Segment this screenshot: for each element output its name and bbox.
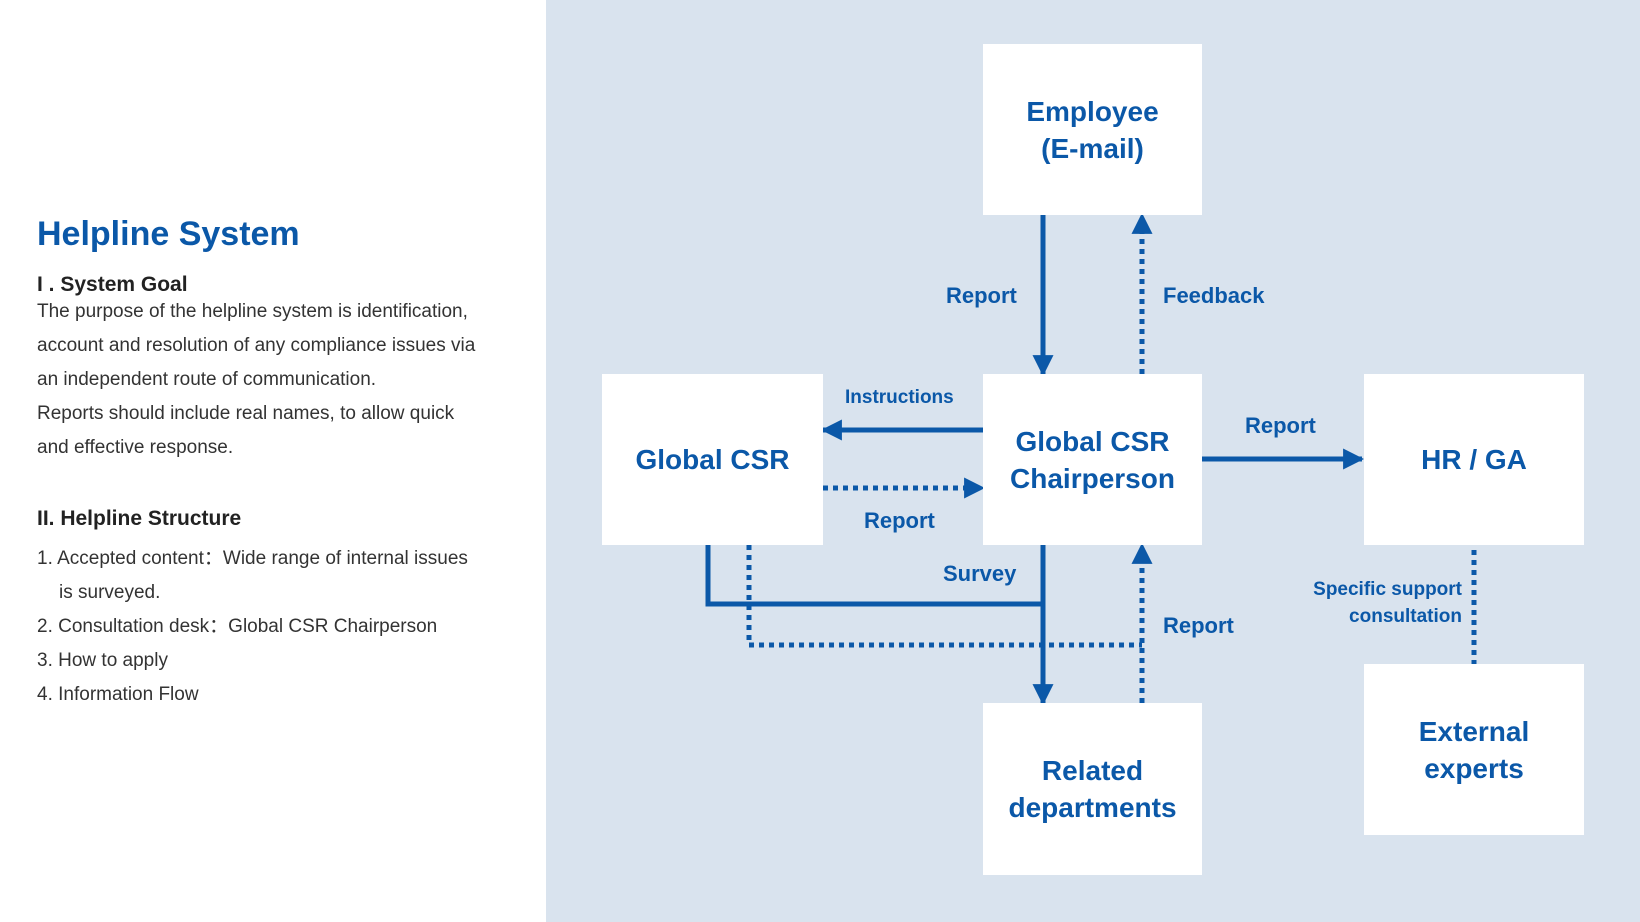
node-global-csr-chairperson: Global CSR Chairperson xyxy=(983,374,1202,545)
structure-list: 1. Accepted content：Wide range of intern… xyxy=(37,542,527,712)
connector-globalcsr-solid xyxy=(705,545,1043,607)
node-related-departments: Related departments xyxy=(983,703,1202,875)
list-item-label: 4. Information Flow xyxy=(37,684,199,705)
node-external-experts: External experts xyxy=(1364,664,1584,835)
diagram-panel: Employee (E-mail) Global CSR Chairperson… xyxy=(546,0,1640,922)
label-instructions: Instructions xyxy=(845,387,954,408)
list-item: 4. Information Flow xyxy=(37,678,527,712)
node-chair-line1: Global CSR xyxy=(1015,425,1170,457)
node-related-line1: Related xyxy=(1041,755,1144,786)
node-employee-line1: Employee xyxy=(1026,95,1159,127)
label-report-right: Report xyxy=(1245,413,1316,438)
list-item: 3. How to apply xyxy=(37,644,527,678)
node-external-line1: External xyxy=(1418,715,1530,747)
list-item: 1. Accepted content：Wide range of intern… xyxy=(37,542,527,610)
goal-line: account and resolution of any compliance… xyxy=(37,335,476,356)
label-feedback: Feedback xyxy=(1163,283,1265,308)
goal-line: The purpose of the helpline system is id… xyxy=(37,301,468,322)
node-global-csr-line1: Global CSR xyxy=(635,444,790,475)
label-survey: Survey xyxy=(943,561,1017,586)
node-external-line2: experts xyxy=(1424,752,1524,784)
list-item-label: 1. Accepted content：Wide range of intern… xyxy=(37,548,468,569)
node-related-line2: departments xyxy=(1008,792,1177,823)
left-panel: Helpline System I . System Goal The purp… xyxy=(0,0,546,922)
list-item-label: 3. How to apply xyxy=(37,650,168,671)
node-hr-ga: HR / GA xyxy=(1364,374,1584,545)
system-goal-text: The purpose of the helpline system is id… xyxy=(37,295,527,465)
page-title: Helpline System xyxy=(37,215,300,253)
helpline-structure-heading: II. Helpline Structure xyxy=(37,507,242,530)
goal-line: Reports should include real names, to al… xyxy=(37,403,455,424)
label-specific-line2: consultation xyxy=(1349,606,1462,627)
node-employee: Employee (E-mail) xyxy=(983,44,1202,215)
goal-line: and effective response. xyxy=(37,437,234,458)
list-item: 2. Consultation desk：Global CSR Chairper… xyxy=(37,610,527,644)
connector-globalcsr-dotted xyxy=(746,545,1142,648)
list-item-label: 2. Consultation desk：Global CSR Chairper… xyxy=(37,616,438,637)
list-item-continuation: is surveyed. xyxy=(59,582,161,603)
system-goal-heading: I . System Goal xyxy=(37,273,188,296)
label-specific-line1: Specific support xyxy=(1313,579,1462,600)
flow-arrows xyxy=(705,212,1477,706)
label-report-left: Report xyxy=(864,508,935,533)
node-chair-line2: Chairperson xyxy=(1010,462,1175,494)
node-employee-line2: (E-mail) xyxy=(1041,132,1144,164)
label-specific-support: Specific support consultation xyxy=(1313,576,1462,630)
goal-line: an independent route of communication. xyxy=(37,369,377,390)
label-report-top: Report xyxy=(946,283,1017,308)
label-report-bottom: Report xyxy=(1163,613,1234,638)
node-hrga-line1: HR / GA xyxy=(1421,444,1527,475)
node-global-csr: Global CSR xyxy=(602,374,823,545)
